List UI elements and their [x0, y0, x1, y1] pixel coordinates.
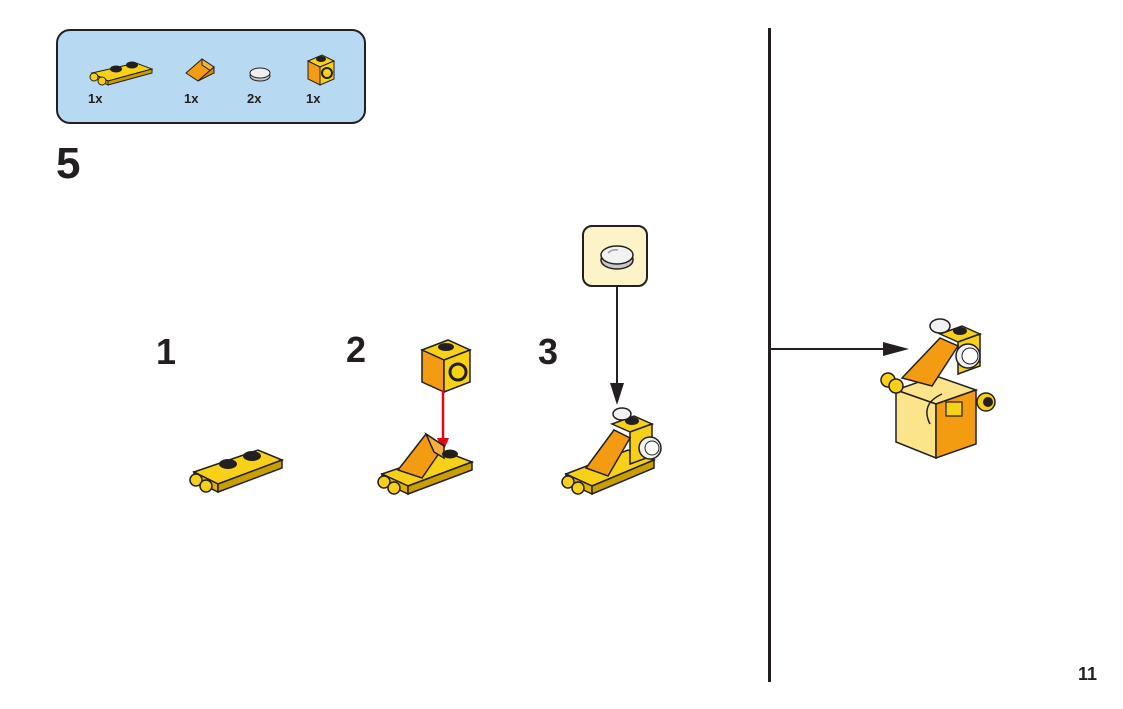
white-round-tile-icon: [249, 67, 271, 82]
substep-number: 1: [156, 331, 177, 372]
black-placement-arrow: [610, 287, 624, 405]
part-quantity: 1x: [184, 91, 199, 106]
part-quantity: 1x: [88, 91, 103, 106]
yellow-brick-1x1-with-stud-icon: [306, 54, 336, 86]
step-number: 5: [56, 139, 81, 188]
assembled-plate-with-tiles-illustration: [561, 407, 662, 496]
part-quantity: 1x: [306, 91, 321, 106]
part-quantity: 2x: [247, 91, 262, 106]
yellow-brick-1x1-with-stud-illustration: [420, 339, 472, 394]
substep-number: 3: [538, 331, 559, 372]
substep-number: 2: [346, 329, 367, 370]
parts-callout-box: [582, 225, 648, 287]
white-round-tile-icon: [600, 245, 634, 270]
page-divider: [768, 28, 771, 682]
plate-with-orange-slope-illustration: [377, 431, 475, 496]
page-number: 11: [1078, 664, 1098, 684]
assembled-model-illustration: [880, 318, 996, 460]
parts-list-box: 1x 1x 2x 1x: [56, 29, 366, 124]
yellow-plate-with-clips-illustration: [189, 449, 285, 494]
yellow-plate-1x2-with-clips-icon: [89, 61, 154, 86]
attach-arrow: [771, 342, 909, 356]
orange-slope-icon: [185, 58, 215, 82]
